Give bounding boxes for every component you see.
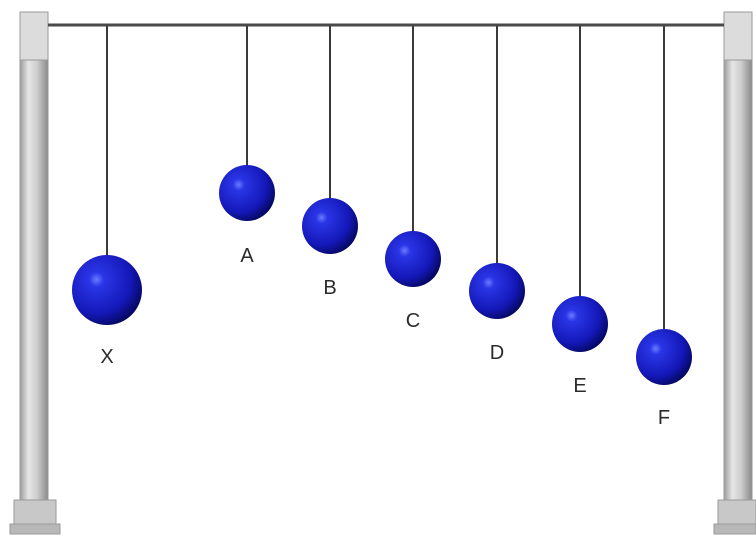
left-post <box>10 12 60 534</box>
ball-b <box>302 198 358 254</box>
label-f: F <box>658 407 670 429</box>
label-x: X <box>100 346 113 368</box>
right-post <box>714 12 756 534</box>
ball-d <box>469 263 525 319</box>
ball-c <box>385 231 441 287</box>
label-d: D <box>490 342 504 364</box>
label-c: C <box>406 310 420 332</box>
ball-x <box>72 255 142 325</box>
ball-e <box>552 296 608 352</box>
label-a: A <box>240 245 254 267</box>
label-e: E <box>573 375 586 397</box>
strings <box>107 26 664 330</box>
label-b: B <box>323 277 336 299</box>
ball-a <box>219 165 275 221</box>
ball-f <box>636 329 692 385</box>
